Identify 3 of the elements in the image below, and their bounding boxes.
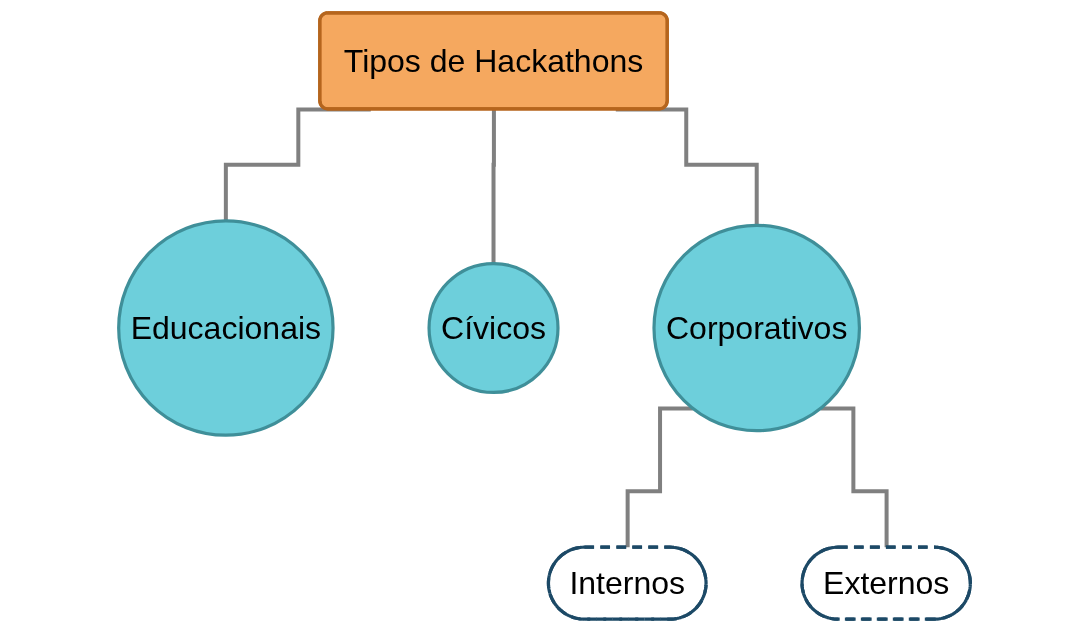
node-circle xyxy=(652,223,862,433)
node-circle xyxy=(427,261,560,395)
node-circle xyxy=(117,219,335,437)
